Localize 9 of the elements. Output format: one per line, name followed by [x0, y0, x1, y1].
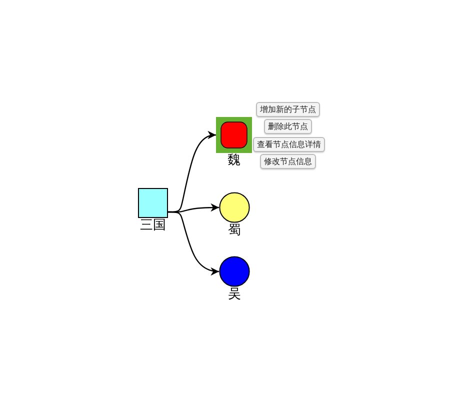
arrow — [168, 211, 219, 276]
menu-item: 删除此节点 — [264, 119, 312, 134]
node-label: 三国 — [140, 218, 166, 233]
menu-item: 查看节点信息详情 — [253, 137, 325, 152]
node-label: 魏 — [228, 153, 240, 168]
menu-item: 增加新的子节点 — [256, 102, 320, 117]
node-label: 吴 — [228, 287, 241, 302]
menu-item: 修改节点信息 — [260, 154, 316, 169]
node-label: 蜀 — [228, 223, 241, 238]
